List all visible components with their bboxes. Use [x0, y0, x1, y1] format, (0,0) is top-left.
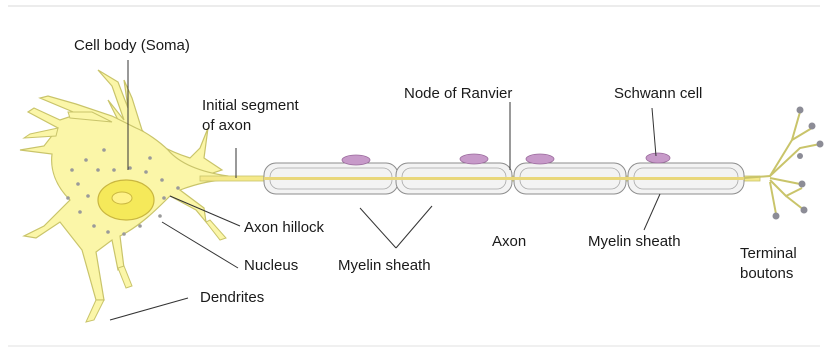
nucleolus: [112, 192, 132, 204]
label-node-of-ranvier: Node of Ranvier: [404, 85, 512, 102]
label-myelin-sheath-right: Myelin sheath: [588, 233, 681, 250]
label-axon: Axon: [492, 233, 526, 250]
label-cell-body: Cell body (Soma): [74, 37, 190, 54]
label-initial-segment: Initial segment: [202, 97, 300, 114]
label-terminal: Terminal: [740, 245, 797, 262]
label-myelin-sheath-left: Myelin sheath: [338, 257, 431, 274]
label-schwann-cell: Schwann cell: [614, 85, 702, 102]
schwann-nuclei: [342, 153, 670, 165]
label-axon-hillock: Axon hillock: [244, 219, 325, 236]
label-dendrites: Dendrites: [200, 289, 264, 306]
label-nucleus: Nucleus: [244, 257, 298, 274]
label-boutons: boutons: [740, 265, 793, 282]
soma-group: [20, 70, 228, 322]
dendrite-branch: [118, 266, 132, 288]
terminal-branches: [744, 112, 820, 214]
label-initial-segment-2: of axon: [202, 117, 251, 134]
dendrite-branch: [86, 300, 104, 322]
dendrite-branch: [206, 220, 226, 240]
terminal-boutons: [773, 107, 824, 220]
dendrite-branch: [24, 128, 58, 138]
myelin-sheaths: [264, 163, 744, 194]
axon-inner: [264, 177, 744, 180]
